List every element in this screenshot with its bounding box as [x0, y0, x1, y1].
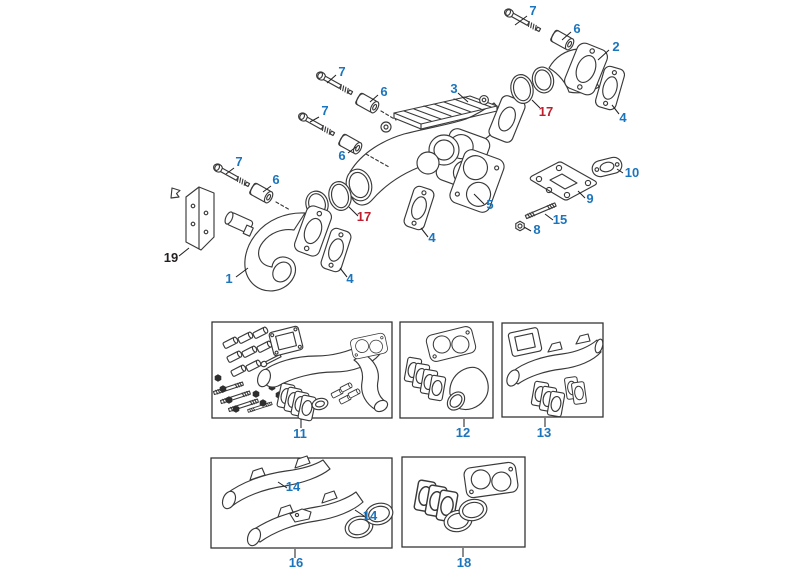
stud-15 — [524, 201, 557, 220]
gasket-10 — [591, 156, 623, 178]
callout-4-b: 4 — [428, 230, 436, 245]
gasket-5 — [449, 149, 505, 213]
callout-11: 11 — [293, 426, 307, 441]
kit-box-12 — [399, 321, 494, 419]
gasket-4-b — [401, 184, 437, 232]
callout-18: 18 — [457, 555, 471, 570]
kit-box-18 — [401, 456, 526, 548]
callout-17-a: 17 — [539, 104, 553, 119]
nut-8 — [515, 220, 525, 232]
kit-13-frame — [501, 322, 604, 418]
bolt-7-b — [314, 69, 355, 98]
kit-18-frame — [401, 456, 526, 548]
spacer-6-a — [549, 28, 577, 52]
callout-15: 15 — [553, 212, 567, 227]
callout-7-c: 7 — [321, 103, 328, 118]
callout-6-d: 6 — [272, 172, 279, 187]
callout-13: 13 — [537, 425, 551, 440]
kit-boxes — [210, 321, 604, 549]
assembly-axis-lines — [275, 110, 397, 211]
callout-6-b: 6 — [380, 84, 387, 99]
callout-16: 16 — [289, 555, 303, 570]
callout-9: 9 — [586, 191, 593, 206]
kit-box-11 — [211, 321, 393, 422]
gasket-9 — [529, 161, 598, 201]
callout-12: 12 — [456, 425, 470, 440]
bolt-7-c — [296, 110, 337, 139]
kit-12-frame — [399, 321, 494, 419]
callout-14-b: 14 — [363, 508, 378, 523]
callout-6-a: 6 — [573, 21, 580, 36]
callout-2: 2 — [612, 39, 619, 54]
callout-4-a: 4 — [619, 110, 627, 125]
part-2-elbow — [531, 42, 608, 96]
callout-14-a: 14 — [286, 479, 301, 494]
kit-box-13 — [501, 322, 604, 418]
callout-6-c: 6 — [338, 148, 345, 163]
callout-8: 8 — [533, 222, 540, 237]
callout-leader-lines — [178, 15, 624, 558]
kit-box-16 — [210, 455, 396, 549]
callout-labels: 7 6 2 7 6 3 17 4 7 6 7 6 10 5 9 15 8 17 … — [164, 3, 639, 570]
callout-7-a: 7 — [529, 3, 536, 18]
callout-3: 3 — [450, 81, 457, 96]
callout-1: 1 — [225, 271, 232, 286]
callout-10: 10 — [625, 165, 639, 180]
callout-19: 19 — [164, 250, 178, 265]
callout-7-b: 7 — [338, 64, 345, 79]
callout-4-c: 4 — [346, 271, 354, 286]
small-clip — [170, 187, 181, 199]
part-1-elbow — [224, 190, 333, 292]
bolt-7-d — [211, 161, 252, 190]
callout-7-d: 7 — [235, 154, 242, 169]
callout-17-b: 17 — [357, 209, 371, 224]
callout-5: 5 — [486, 197, 493, 212]
part-19-bracket — [170, 186, 215, 251]
exploded-view — [170, 6, 627, 292]
